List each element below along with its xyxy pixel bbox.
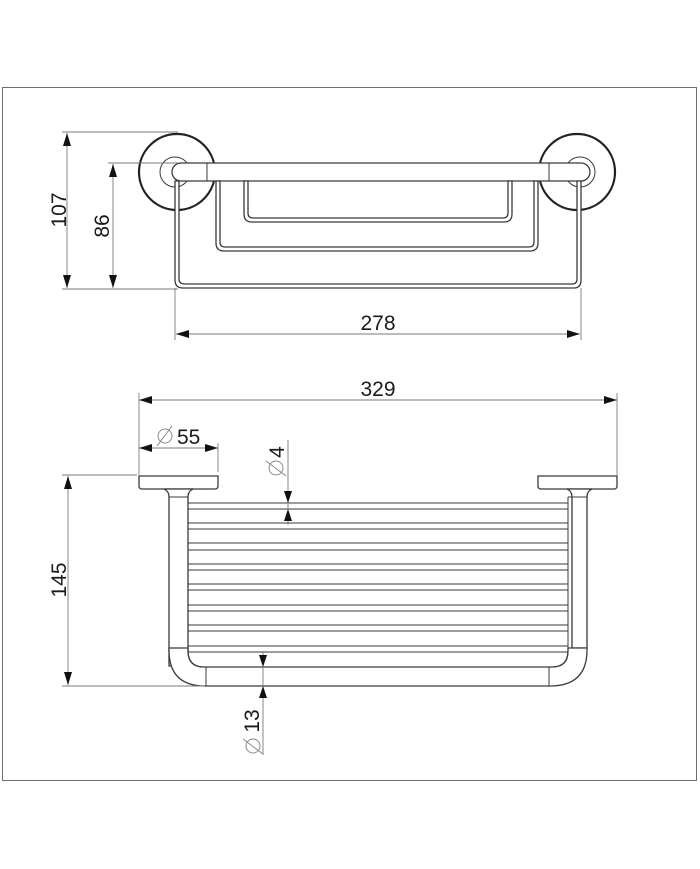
drawing-frame <box>2 87 697 781</box>
diameter-icon <box>242 738 264 755</box>
diameter-icon <box>156 425 173 447</box>
arrow-up-icon <box>284 509 292 521</box>
middle-basket-frame <box>215 180 539 252</box>
arrow-left-icon <box>176 330 189 338</box>
arrow-up-icon <box>259 686 267 698</box>
basket-inner-frame <box>187 497 569 668</box>
u-tube <box>168 647 588 687</box>
arrow-up-icon <box>109 164 117 177</box>
right-rosette-plate <box>537 475 618 490</box>
inner-basket-frame <box>243 180 513 223</box>
dim-label-13: 13 <box>241 709 264 732</box>
arrow-right-icon <box>567 330 580 338</box>
arrow-right-icon <box>604 396 617 404</box>
arrow-down-icon <box>284 491 292 503</box>
basket-wires <box>188 502 568 653</box>
arrow-down-icon <box>109 275 117 288</box>
arrow-down-icon <box>63 275 71 288</box>
dim-label-55: 55 <box>177 426 200 449</box>
arrow-left-icon <box>139 396 152 404</box>
dim-label-329: 329 <box>360 378 395 401</box>
top-bar <box>171 162 591 182</box>
dim-label-4: 4 <box>266 446 289 458</box>
front-view: 107 86 278 <box>48 131 617 340</box>
arrow-up-icon <box>64 476 72 489</box>
top-view: 329 55 <box>48 378 618 755</box>
diameter-icon <box>265 460 287 477</box>
dim-label-107: 107 <box>48 192 71 227</box>
outer-basket-frame <box>174 180 582 289</box>
left-rosette-plate <box>138 475 219 490</box>
dim-label-278: 278 <box>360 312 395 335</box>
arrow-down-icon <box>259 655 267 667</box>
dim-label-145: 145 <box>48 562 71 597</box>
arrow-left-icon <box>139 444 152 452</box>
arrow-down-icon <box>64 672 72 685</box>
right-post <box>566 488 593 649</box>
left-post <box>163 488 194 667</box>
dim-label-86: 86 <box>91 214 114 237</box>
arrow-right-icon <box>205 444 218 452</box>
arrow-up-icon <box>63 133 71 146</box>
